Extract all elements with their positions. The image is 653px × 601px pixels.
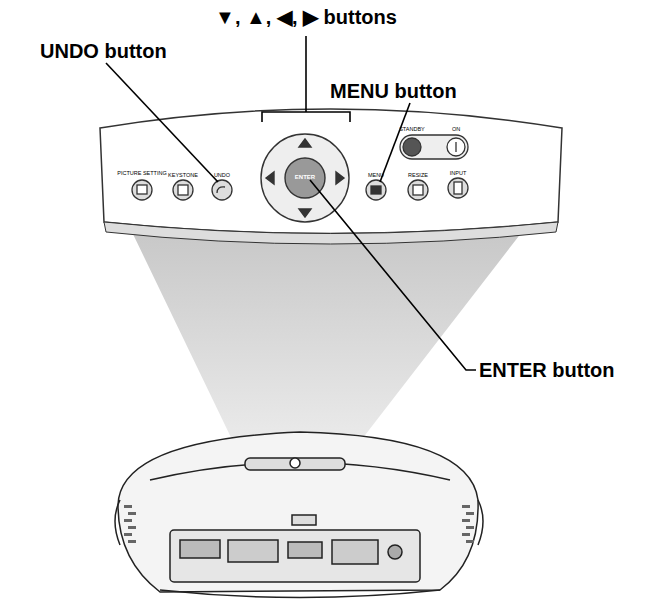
- button-label: UNDO: [214, 172, 230, 178]
- button-label: ON: [452, 126, 460, 132]
- vent-slot: [466, 526, 474, 529]
- zoom-cone: [132, 232, 522, 452]
- control-panel: [100, 109, 562, 234]
- callout-label: ENTER button: [479, 359, 615, 381]
- vent-slot: [128, 526, 136, 529]
- callout-label: UNDO button: [40, 40, 167, 62]
- button-label: RESIZE: [408, 172, 428, 178]
- leader-lines: [106, 36, 476, 370]
- direction-pad: [261, 134, 349, 222]
- vent-slot: [124, 505, 132, 508]
- projector-vents: [124, 505, 474, 543]
- vent-slot: [128, 540, 136, 543]
- panel-edge: [104, 222, 558, 244]
- vent-slot: [462, 519, 470, 522]
- vent-slot: [466, 512, 474, 515]
- vent-slot: [462, 533, 470, 536]
- callout-label: MENU button: [330, 80, 457, 102]
- projector-body: [115, 432, 483, 598]
- button-label: KEYSTONE: [168, 172, 198, 178]
- button-label: MENU: [368, 172, 384, 178]
- power-buttons: [400, 135, 468, 159]
- callout-label: ▼, ▲, ◀, ▶ buttons: [215, 6, 397, 28]
- vent-slot: [124, 533, 132, 536]
- vent-slot: [124, 519, 132, 522]
- button-label: ENTER: [295, 174, 315, 181]
- vent-slot: [128, 512, 136, 515]
- vent-slot: [466, 540, 474, 543]
- button-label: STANDBY: [399, 126, 425, 132]
- button-label: PICTURE SETTING: [117, 170, 167, 176]
- vent-slot: [462, 505, 470, 508]
- button-label: INPUT: [450, 170, 467, 176]
